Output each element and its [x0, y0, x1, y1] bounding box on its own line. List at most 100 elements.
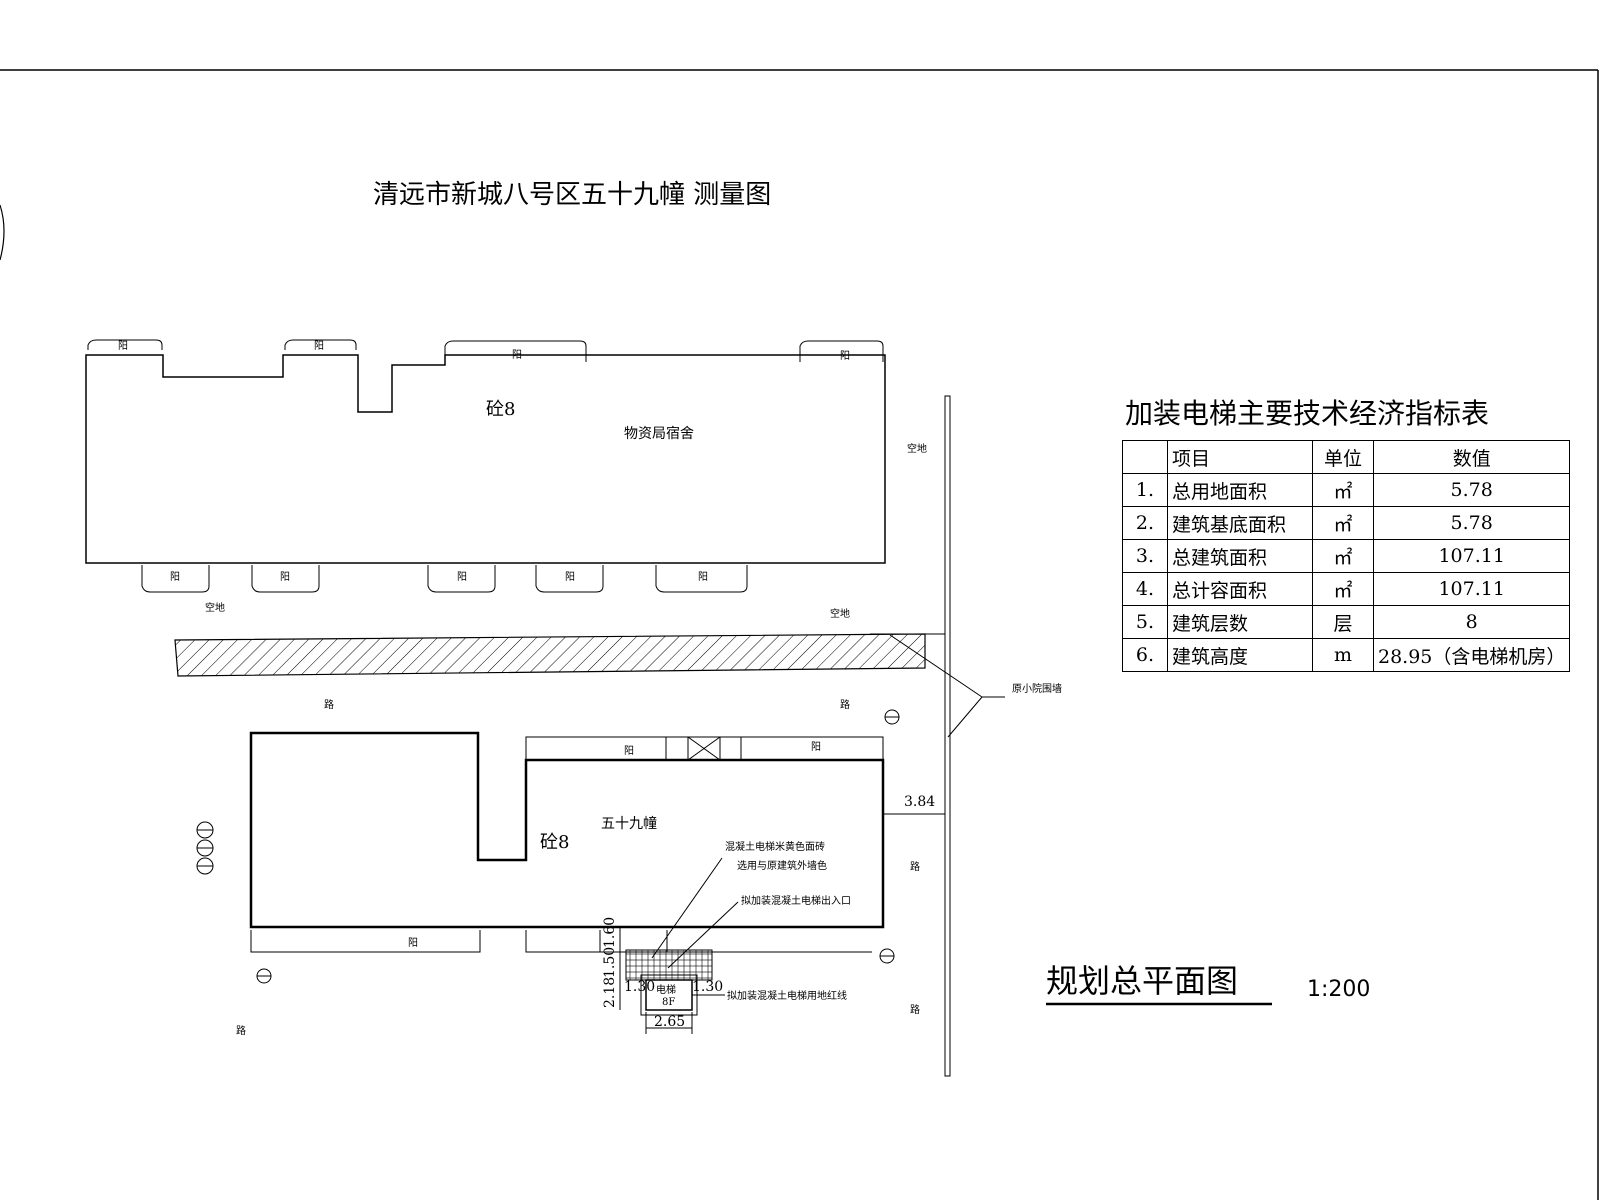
balcony-label: 阳: [624, 745, 634, 757]
row-value: 5.78: [1372, 473, 1571, 507]
page-title: 清远市新城八号区五十九幢 测量图: [373, 180, 771, 210]
manhole-icon: [256, 968, 272, 984]
index-table-header-row: 项目 单位 数值: [1122, 440, 1571, 474]
south-building-outline: [249, 731, 885, 929]
north-balcony-bottom-3: [427, 565, 496, 593]
row-unit: ㎡: [1312, 539, 1374, 573]
header-item: 项目: [1167, 440, 1313, 474]
row-no: 6.: [1122, 638, 1168, 672]
row-value: 8: [1372, 605, 1571, 639]
north-building-name: 物资局宿舍: [624, 425, 694, 442]
south-building-material: 砼8: [540, 832, 569, 853]
header-value: 数值: [1372, 440, 1571, 474]
row-unit: m: [1312, 638, 1374, 672]
note-redline: 拟加装混凝土电梯用地红线: [727, 989, 847, 1002]
table-row: 5. 建筑层数 层 8: [1122, 605, 1571, 639]
dim-1-30-right: 1.30: [692, 979, 723, 995]
elevator-redline: [640, 974, 698, 1016]
north-balcony-bottom-2: [251, 565, 320, 593]
elevator-shaft: [645, 979, 693, 1011]
row-no: 1.: [1122, 473, 1168, 507]
road-label: 路: [910, 860, 920, 873]
wall-pointer-2: [947, 696, 983, 738]
dim-1-60: 1.60: [602, 917, 618, 948]
table-row: 3. 总建筑面积 ㎡ 107.11: [1122, 539, 1571, 573]
table-row: 1. 总用地面积 ㎡ 5.78: [1122, 473, 1571, 507]
row-item: 建筑基底面积: [1167, 506, 1313, 540]
road-label: 路: [840, 698, 850, 711]
wall-pointer-1: [889, 634, 983, 698]
boundary-wall: [944, 395, 951, 1077]
row-no: 2.: [1122, 506, 1168, 540]
manhole-icon: [884, 709, 900, 725]
open-space-label: 空地: [830, 607, 850, 620]
hatched-wall-strip: [174, 633, 926, 677]
row-unit: ㎡: [1312, 572, 1374, 606]
row-value: 107.11: [1372, 572, 1571, 606]
north-balcony-top-4: [799, 340, 884, 362]
index-table-title: 加装电梯主要技术经济指标表: [1125, 397, 1490, 430]
row-value: 107.11: [1372, 539, 1571, 573]
table-row: 2. 建筑基底面积 ㎡ 5.78: [1122, 506, 1571, 540]
road-label: 路: [324, 698, 334, 711]
plan-scale: 1:200: [1307, 977, 1370, 1002]
row-item: 总用地面积: [1167, 473, 1313, 507]
row-item: 建筑层数: [1167, 605, 1313, 639]
row-no: 3.: [1122, 539, 1168, 573]
note-entrance: 拟加装混凝土电梯出入口: [741, 894, 851, 907]
south-balcony-bottom-left: [250, 930, 481, 953]
row-value: 28.95（含电梯机房）: [1372, 638, 1571, 672]
row-unit: 层: [1312, 605, 1374, 639]
open-space-label: 空地: [907, 442, 927, 455]
balcony-label: 阳: [408, 937, 418, 949]
table-row: 4. 总计容面积 ㎡ 107.11: [1122, 572, 1571, 606]
manhole-icon: [879, 948, 895, 964]
balcony-label: 阳: [118, 340, 128, 352]
balcony-label: 阳: [811, 741, 821, 753]
road-label: 路: [236, 1024, 246, 1037]
frame-left-arc: [0, 204, 5, 261]
dim-right-value: 3.84: [904, 794, 935, 810]
row-unit: ㎡: [1312, 506, 1374, 540]
north-balcony-bottom-4: [535, 565, 604, 593]
plan-title: 规划总平面图: [1046, 962, 1238, 1000]
table-row: 6. 建筑高度 m 28.95（含电梯机房）: [1122, 638, 1571, 672]
wall-label: 原小院围墙: [1012, 682, 1062, 695]
north-balcony-bottom-1: [141, 565, 210, 593]
row-no: 5.: [1122, 605, 1168, 639]
leader-paving: [651, 857, 723, 959]
row-item: 建筑高度: [1167, 638, 1313, 672]
road-label: 路: [910, 1003, 920, 1016]
south-balcony-bottom-right: [525, 930, 872, 953]
balcony-label: 阳: [698, 571, 708, 583]
row-item: 总建筑面积: [1167, 539, 1313, 573]
elevator-label: 电梯: [656, 983, 676, 996]
north-balcony-bottom-5: [655, 565, 748, 593]
note-paving-2: 选用与原建筑外墙色: [737, 859, 827, 872]
open-space-label: 空地: [205, 601, 225, 614]
stair-void: [687, 736, 721, 761]
balcony-label: 阳: [314, 340, 324, 352]
south-building-name: 五十九幢: [601, 815, 657, 832]
north-balcony-top-2: [284, 339, 357, 350]
header-no: [1122, 440, 1168, 474]
dim-1-30-left: 1.30: [624, 979, 655, 995]
balcony-label: 阳: [457, 571, 467, 583]
balcony-label: 阳: [512, 349, 522, 361]
balcony-label: 阳: [565, 571, 575, 583]
north-building-outline: [85, 354, 886, 564]
north-balcony-top-1: [87, 339, 163, 350]
row-value: 5.78: [1372, 506, 1571, 540]
north-building-material: 砼8: [486, 399, 515, 420]
balcony-label: 阳: [170, 571, 180, 583]
balcony-label: 阳: [840, 350, 850, 362]
index-table: 项目 单位 数值 1. 总用地面积 ㎡ 5.78 2. 建筑基底面积 ㎡ 5.7…: [1122, 440, 1571, 672]
elevator-floors: 8F: [662, 997, 675, 1008]
dim-2-65: 2.65: [654, 1014, 685, 1030]
row-unit: ㎡: [1312, 473, 1374, 507]
tree-symbols: [196, 821, 214, 875]
north-balcony-top-3: [444, 340, 587, 362]
dim-2-18: 2.18: [602, 977, 618, 1008]
row-no: 4.: [1122, 572, 1168, 606]
